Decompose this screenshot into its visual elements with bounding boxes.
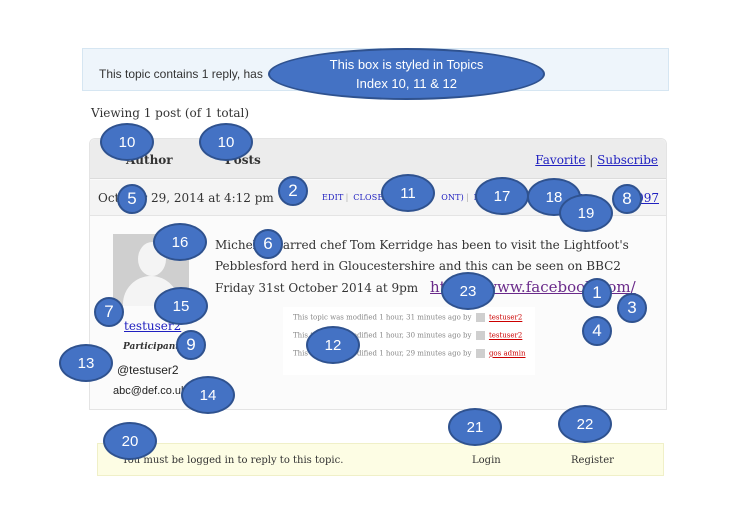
callout-badge: 23 (441, 272, 495, 310)
callout-badge: 21 (448, 408, 502, 446)
revision-text: This topic was modified 1 hour, 30 minut… (293, 331, 472, 340)
revision-text: This topic was modified 1 hour, 29 minut… (293, 349, 472, 358)
close-link[interactable]: CLOSE (353, 193, 384, 202)
callout-badge: 19 (559, 194, 613, 232)
callout-badge: 8 (612, 184, 642, 214)
forum-header: Author Posts Favorite | Subscribe (90, 139, 666, 179)
styling-callout-line2: Index 10, 11 & 12 (356, 76, 457, 91)
author-email: abc@def.co.uk (113, 385, 187, 397)
register-link[interactable]: Register (571, 455, 614, 466)
callout-badge: 10 (100, 123, 154, 161)
callout-badge: 22 (558, 405, 612, 443)
header-links: Favorite | Subscribe (535, 153, 658, 167)
revision-avatar-icon (475, 313, 485, 322)
callout-badge: 17 (475, 177, 529, 215)
callout-badge: 6 (253, 229, 283, 259)
callout-badge: 2 (278, 176, 308, 206)
callout-badge: 20 (103, 422, 157, 460)
revision-avatar-icon (475, 349, 485, 358)
revision-text: This topic was modified 1 hour, 31 minut… (293, 313, 472, 322)
subscribe-link[interactable]: Subscribe (597, 153, 658, 167)
revision-user-link[interactable]: testuser2 (488, 331, 523, 340)
revision-user-link[interactable]: gos admin (488, 349, 526, 358)
callout-badge: 11 (381, 174, 435, 212)
author-role: Participant (123, 342, 180, 352)
revision-entry: This topic was modified 1 hour, 31 minut… (293, 313, 522, 322)
callout-badge: 3 (617, 293, 647, 323)
edit-link[interactable]: EDIT (322, 193, 344, 202)
revision-user-link[interactable]: testuser2 (488, 313, 523, 322)
login-link[interactable]: Login (472, 455, 501, 466)
callout-badge: 9 (176, 330, 206, 360)
callout-badge: 14 (181, 376, 235, 414)
callout-badge: 7 (94, 297, 124, 327)
revision-entry: This topic was modified 1 hour, 30 minut… (293, 331, 522, 340)
author-handle: @testuser2 (117, 363, 179, 377)
callout-badge: 5 (117, 184, 147, 214)
callout-badge: 13 (59, 344, 113, 382)
callout-badge: 4 (582, 316, 612, 346)
callout-badge: 16 (153, 223, 207, 261)
forum-post-table: Author Posts Favorite | Subscribe Octobe… (89, 138, 667, 410)
admin-link-4[interactable]: ONT) (441, 193, 465, 202)
favorite-link[interactable]: Favorite (535, 153, 586, 167)
topic-info-text: This topic contains 1 reply, has (99, 67, 263, 81)
header-separator: | (589, 153, 594, 167)
styling-callout: This box is styled in Topics Index 10, 1… (268, 48, 545, 100)
login-notice-bar: You must be logged in to reply to this t… (97, 443, 664, 476)
viewing-count: Viewing 1 post (of 1 total) (91, 106, 250, 120)
login-required-message: You must be logged in to reply to this t… (122, 455, 344, 466)
post-body-text: Michelin starred chef Tom Kerridge has b… (215, 238, 629, 295)
callout-badge: 10 (199, 123, 253, 161)
callout-badge: 12 (306, 326, 360, 364)
revision-avatar-icon (475, 331, 485, 340)
revision-entry: This topic was modified 1 hour, 29 minut… (293, 349, 526, 358)
callout-badge: 1 (582, 278, 612, 308)
styling-callout-line1: This box is styled in Topics (329, 57, 484, 72)
callout-badge: 15 (154, 287, 208, 325)
